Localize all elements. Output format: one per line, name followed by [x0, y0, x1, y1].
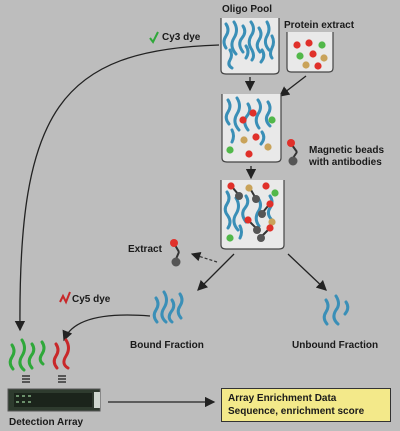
extract-bead-icon: [170, 239, 181, 267]
magnetic-beads-label-1: Magnetic beads: [309, 145, 384, 156]
detection-array-label: Detection Array: [9, 417, 84, 428]
array-enrichment-data-box: Array Enrichment Data Sequence, enrichme…: [221, 388, 391, 422]
magnetic-bead-icon: [287, 139, 298, 166]
protein-extract-label: Protein extract: [284, 20, 355, 31]
detection-array-chip: [7, 388, 101, 412]
cy5-dye-label: Cy5 dye: [72, 294, 111, 305]
bound-fraction-strands: [152, 290, 184, 324]
bound-fraction-label: Bound Fraction: [130, 340, 204, 351]
cy3-dye-icon: [149, 31, 159, 44]
cy3-labeled-strands: [8, 338, 46, 372]
oligo-strands: [222, 20, 275, 70]
unbound-fraction-strands: [322, 294, 350, 326]
result-line-1: Array Enrichment Data: [228, 393, 337, 404]
cy5-labeled-strands: [52, 338, 70, 370]
unbound-fraction-label: Unbound Fraction: [292, 340, 378, 351]
magnetic-beads-label-2: with antibodies: [308, 157, 382, 168]
mixed-tube: [221, 94, 282, 163]
result-line-2: Sequence, enrichment score: [228, 406, 365, 417]
oligo-pool-tube: [220, 18, 280, 75]
oligo-pool-label: Oligo Pool: [222, 4, 272, 15]
hybridization-arrows: [22, 375, 66, 383]
extract-label: Extract: [128, 244, 163, 255]
cy3-dye-label: Cy3 dye: [162, 32, 201, 43]
bead-binding-tube: [220, 180, 285, 250]
protein-extract-tube: [286, 32, 334, 73]
cy5-dye-icon: [59, 291, 71, 305]
